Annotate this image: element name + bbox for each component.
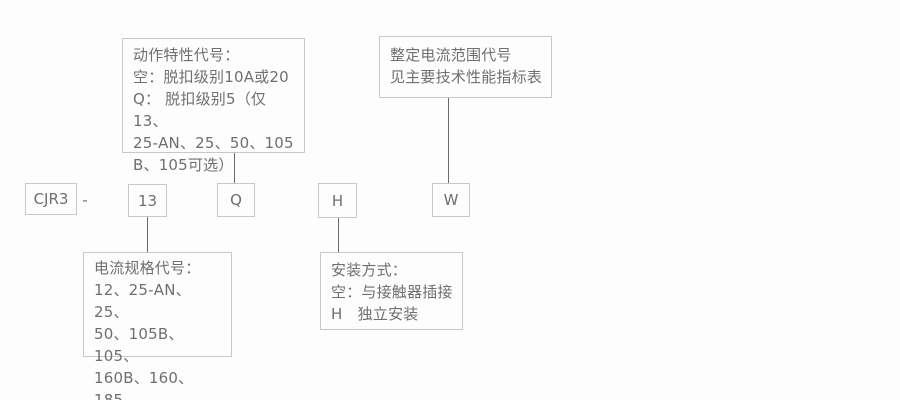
code-box-current-spec: 13 [128,184,167,217]
connector-h-to-mounting [338,218,339,252]
connector-action-to-q [234,153,235,183]
connector-13-to-current-spec [147,217,148,252]
code-box-setting: W [432,183,470,217]
callout-current-specification: 电流规格代号： 12、25-AN、25、 50、105B、105、 160B、1… [83,252,232,400]
callout-mounting-mode: 安装方式： 空：与接触器插接 H 独立安装 [320,252,463,330]
code-box-mounting: H [318,183,357,218]
callout-action-characteristic: 动作特性代号： 空：脱扣级别10A或20 Q： 脱扣级别5（仅13、 25-AN… [122,38,305,174]
code-box-action: Q [217,183,255,217]
connector-setting-to-w [448,98,449,183]
code-box-prefix: CJR3 [25,183,77,215]
code-separator-dash: - [82,191,88,209]
callout-setting-current-range: 整定电流范围代号 见主要技术性能指标表 [379,36,552,98]
